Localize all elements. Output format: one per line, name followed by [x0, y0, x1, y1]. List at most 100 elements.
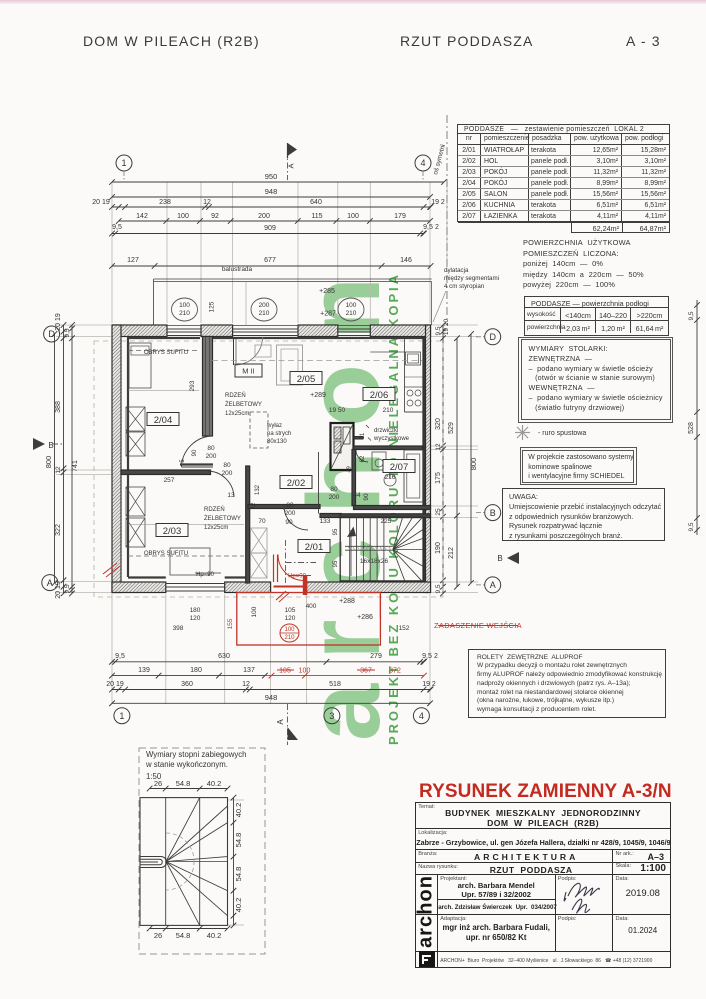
svg-text:12: 12	[251, 502, 257, 509]
svg-text:518: 518	[329, 681, 341, 688]
svg-text:19: 19	[345, 465, 353, 474]
svg-text:95: 95	[333, 528, 339, 535]
svg-text:19 20: 19 20	[443, 318, 450, 335]
svg-text:210: 210	[383, 407, 394, 414]
svg-text:w stanie wykończonym.: w stanie wykończonym.	[145, 760, 228, 769]
svg-text:Hp=90: Hp=90	[196, 572, 215, 578]
svg-text:9,5: 9,5	[435, 326, 442, 335]
svg-text:40.2: 40.2	[234, 898, 243, 913]
svg-text:OBRYS SUFITU: OBRYS SUFITU	[144, 350, 188, 356]
svg-text:9,5: 9,5	[688, 311, 695, 320]
svg-text:D: D	[48, 329, 55, 339]
svg-text:+288: +288	[339, 598, 355, 605]
svg-text:9,5: 9,5	[64, 584, 71, 593]
svg-text:12x25cm: 12x25cm	[204, 525, 228, 531]
svg-text:257: 257	[164, 477, 175, 484]
svg-text:125: 125	[209, 301, 216, 312]
svg-text:320: 320	[435, 418, 442, 430]
svg-text:+289: +289	[310, 392, 326, 399]
svg-text:między segmentami: między segmentami	[444, 275, 499, 282]
svg-text:200: 200	[285, 510, 296, 517]
svg-text:9,5: 9,5	[422, 653, 432, 660]
svg-text:1:50: 1:50	[146, 772, 162, 781]
svg-text:210: 210	[346, 310, 357, 317]
svg-text:80: 80	[207, 445, 215, 452]
svg-text:4 cm styropian: 4 cm styropian	[444, 283, 485, 290]
svg-text:90: 90	[285, 519, 293, 526]
svg-text:90: 90	[363, 493, 370, 501]
svg-text:19 2: 19 2	[431, 199, 445, 206]
svg-text:210: 210	[179, 310, 190, 317]
svg-text:A: A	[276, 719, 285, 725]
svg-text:200: 200	[259, 302, 270, 309]
svg-text:19 2: 19 2	[422, 681, 436, 688]
svg-text:180: 180	[190, 607, 201, 614]
svg-text:3: 3	[329, 711, 334, 721]
svg-text:293: 293	[189, 380, 196, 391]
svg-text:20 19: 20 19	[55, 581, 62, 599]
svg-text:2: 2	[435, 224, 439, 231]
svg-text:800: 800	[469, 458, 478, 471]
svg-text:26: 26	[154, 779, 162, 788]
svg-text:175: 175	[435, 472, 442, 484]
svg-text:127: 127	[127, 257, 139, 264]
svg-text:142: 142	[136, 213, 148, 220]
svg-text:152: 152	[399, 625, 410, 632]
svg-text:M II: M II	[242, 367, 255, 376]
svg-text:dylatacja: dylatacja	[444, 267, 469, 274]
svg-text:200: 200	[222, 470, 233, 477]
svg-text:12x25cm: 12x25cm	[225, 411, 249, 417]
svg-text:4: 4	[419, 711, 424, 721]
svg-text:61: 61	[360, 432, 366, 439]
svg-text:2/03: 2/03	[163, 526, 182, 537]
svg-text:16x18x26: 16x18x26	[360, 558, 389, 565]
svg-text:Wymiary stopni zabiegowych: Wymiary stopni zabiegowych	[146, 750, 246, 759]
svg-text:120: 120	[190, 615, 201, 622]
svg-text:100: 100	[179, 302, 190, 309]
svg-text:RDZEŃ: RDZEŃ	[225, 392, 246, 399]
svg-text:200: 200	[206, 453, 217, 460]
svg-text:100: 100	[177, 213, 189, 220]
svg-text:146: 146	[400, 257, 412, 264]
svg-text:155: 155	[227, 618, 234, 629]
svg-text:20 19: 20 19	[55, 313, 62, 331]
svg-text:137: 137	[243, 667, 255, 674]
svg-text:12: 12	[435, 443, 442, 451]
svg-text:190: 190	[435, 542, 442, 554]
svg-text:90: 90	[192, 449, 198, 456]
svg-text:948: 948	[265, 693, 278, 702]
svg-text:12: 12	[203, 199, 211, 206]
svg-text:95: 95	[333, 560, 339, 567]
svg-text:360: 360	[181, 681, 193, 688]
svg-text:na strych: na strych	[267, 431, 291, 437]
svg-text:909: 909	[264, 225, 276, 232]
svg-text:26: 26	[154, 931, 162, 940]
svg-text:80: 80	[330, 486, 338, 493]
svg-text:100: 100	[284, 627, 295, 633]
svg-text:212: 212	[448, 547, 455, 559]
svg-text:139: 139	[138, 667, 150, 674]
svg-text:1: 1	[121, 158, 126, 168]
svg-text:2/04: 2/04	[154, 415, 173, 426]
svg-text:12: 12	[242, 681, 250, 688]
svg-text:225: 225	[381, 518, 392, 525]
svg-text:9,5: 9,5	[423, 224, 433, 231]
svg-text:2/01: 2/01	[305, 542, 324, 553]
svg-text:9,5: 9,5	[115, 653, 125, 660]
svg-text:80: 80	[223, 462, 231, 469]
svg-text:+285: +285	[319, 288, 335, 295]
svg-text:9,5: 9,5	[112, 224, 122, 231]
svg-text:133: 133	[320, 518, 331, 525]
svg-text:132: 132	[255, 484, 261, 495]
svg-text:1: 1	[119, 711, 124, 721]
svg-text:A: A	[47, 578, 53, 588]
svg-text:RDZEŃ: RDZEŃ	[204, 506, 225, 513]
svg-text:+286: +286	[357, 614, 373, 621]
svg-text:529: 529	[448, 422, 455, 434]
svg-text:528: 528	[688, 422, 695, 434]
svg-text:70: 70	[258, 518, 266, 525]
svg-text:13: 13	[227, 492, 235, 499]
svg-text:40.2: 40.2	[207, 931, 222, 940]
svg-text:ŻELBETOWY: ŻELBETOWY	[204, 515, 241, 522]
svg-text:200: 200	[329, 494, 340, 501]
